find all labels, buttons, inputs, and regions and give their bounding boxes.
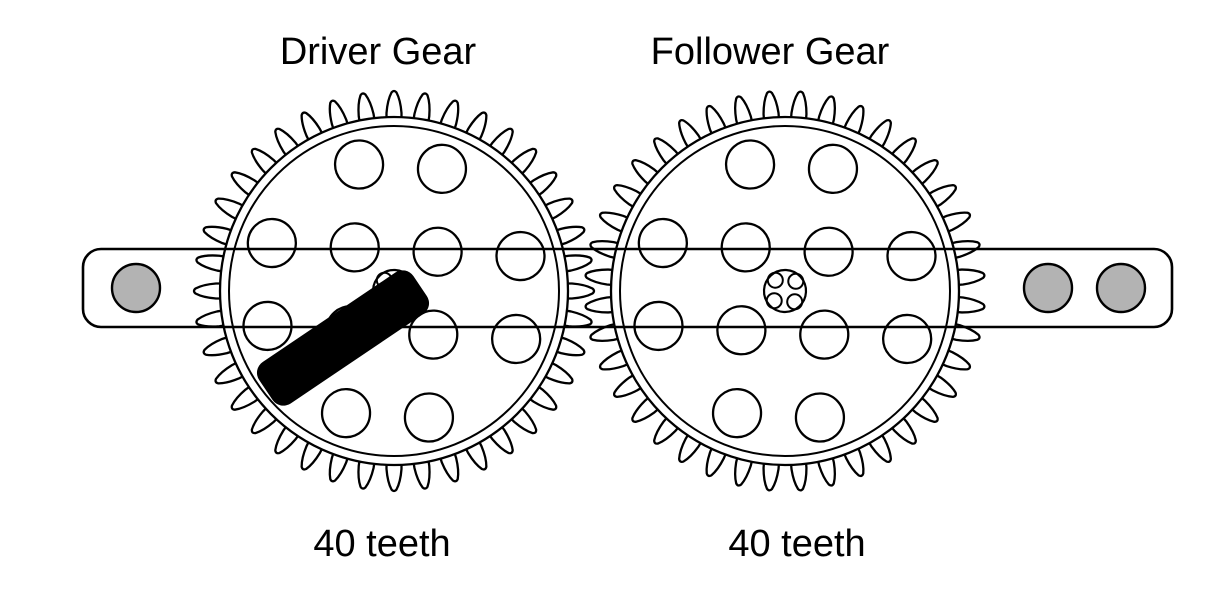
gear-pin-hole bbox=[403, 392, 455, 443]
gear-pin-hole bbox=[724, 139, 776, 190]
gear-pin-hole bbox=[807, 143, 859, 194]
gear-pin-hole bbox=[794, 392, 846, 443]
gear-tooth bbox=[762, 456, 781, 492]
crank-arm-bar bbox=[256, 270, 430, 406]
gear-tooth bbox=[950, 295, 986, 314]
axle-hole-ring bbox=[762, 268, 808, 314]
gear-pin-hole bbox=[408, 309, 459, 360]
follower-gear-title: Follower Gear bbox=[650, 31, 890, 73]
gear-pin-hole bbox=[333, 139, 385, 190]
gear-pin-hole bbox=[716, 305, 767, 356]
gear-tooth bbox=[789, 90, 808, 126]
gear-pin-hole bbox=[799, 309, 850, 360]
follower-gear bbox=[584, 90, 986, 492]
gear-tooth bbox=[584, 268, 620, 287]
gear-tooth bbox=[385, 457, 403, 493]
beam-body bbox=[81, 247, 1174, 329]
gear-pin-hole bbox=[329, 222, 380, 273]
axle-hole-lobe bbox=[766, 271, 784, 289]
gear-pin-hole bbox=[882, 313, 933, 365]
driver-gear-teeth-label: 40 teeth bbox=[313, 523, 451, 565]
axle-hole bbox=[762, 268, 808, 314]
follower-gear-teeth-label: 40 teeth bbox=[728, 523, 866, 565]
gear-tooth bbox=[385, 89, 403, 125]
crank-arm bbox=[256, 270, 430, 406]
gear-pin-hole bbox=[803, 226, 854, 277]
gear-tooth bbox=[762, 90, 781, 126]
gear-pin-hole bbox=[711, 388, 763, 439]
beam-pin-right-inner bbox=[1022, 262, 1074, 314]
gear-holes bbox=[242, 139, 546, 443]
gear-pin-hole bbox=[416, 143, 468, 194]
gears bbox=[192, 89, 986, 493]
gear-pin-hole bbox=[491, 313, 542, 365]
gear-tooth bbox=[584, 295, 620, 314]
gear-tooth bbox=[789, 456, 808, 492]
gear-pin-hole bbox=[637, 217, 688, 269]
beam-pin-left bbox=[110, 262, 162, 314]
gear-pin-hole bbox=[886, 230, 937, 282]
gear-tooth bbox=[560, 282, 596, 300]
beam bbox=[81, 247, 1174, 329]
gear-tooth bbox=[950, 268, 986, 287]
axle-hole-lobe bbox=[786, 293, 804, 311]
gear-holes bbox=[633, 139, 937, 443]
gear-pin-hole bbox=[320, 388, 372, 439]
gear-pin-hole bbox=[412, 226, 463, 277]
beam-pin-right-outer bbox=[1095, 262, 1147, 314]
driver-gear-title: Driver Gear bbox=[279, 31, 477, 73]
gear-pin-hole bbox=[246, 217, 297, 269]
gear-pin-hole bbox=[495, 230, 546, 282]
gear-pin-hole bbox=[720, 222, 771, 273]
gear-rim-inner bbox=[619, 125, 951, 457]
gear-tooth bbox=[192, 282, 228, 300]
axle-hole-lobe bbox=[765, 292, 783, 310]
axle-hole-lobe bbox=[787, 272, 805, 290]
